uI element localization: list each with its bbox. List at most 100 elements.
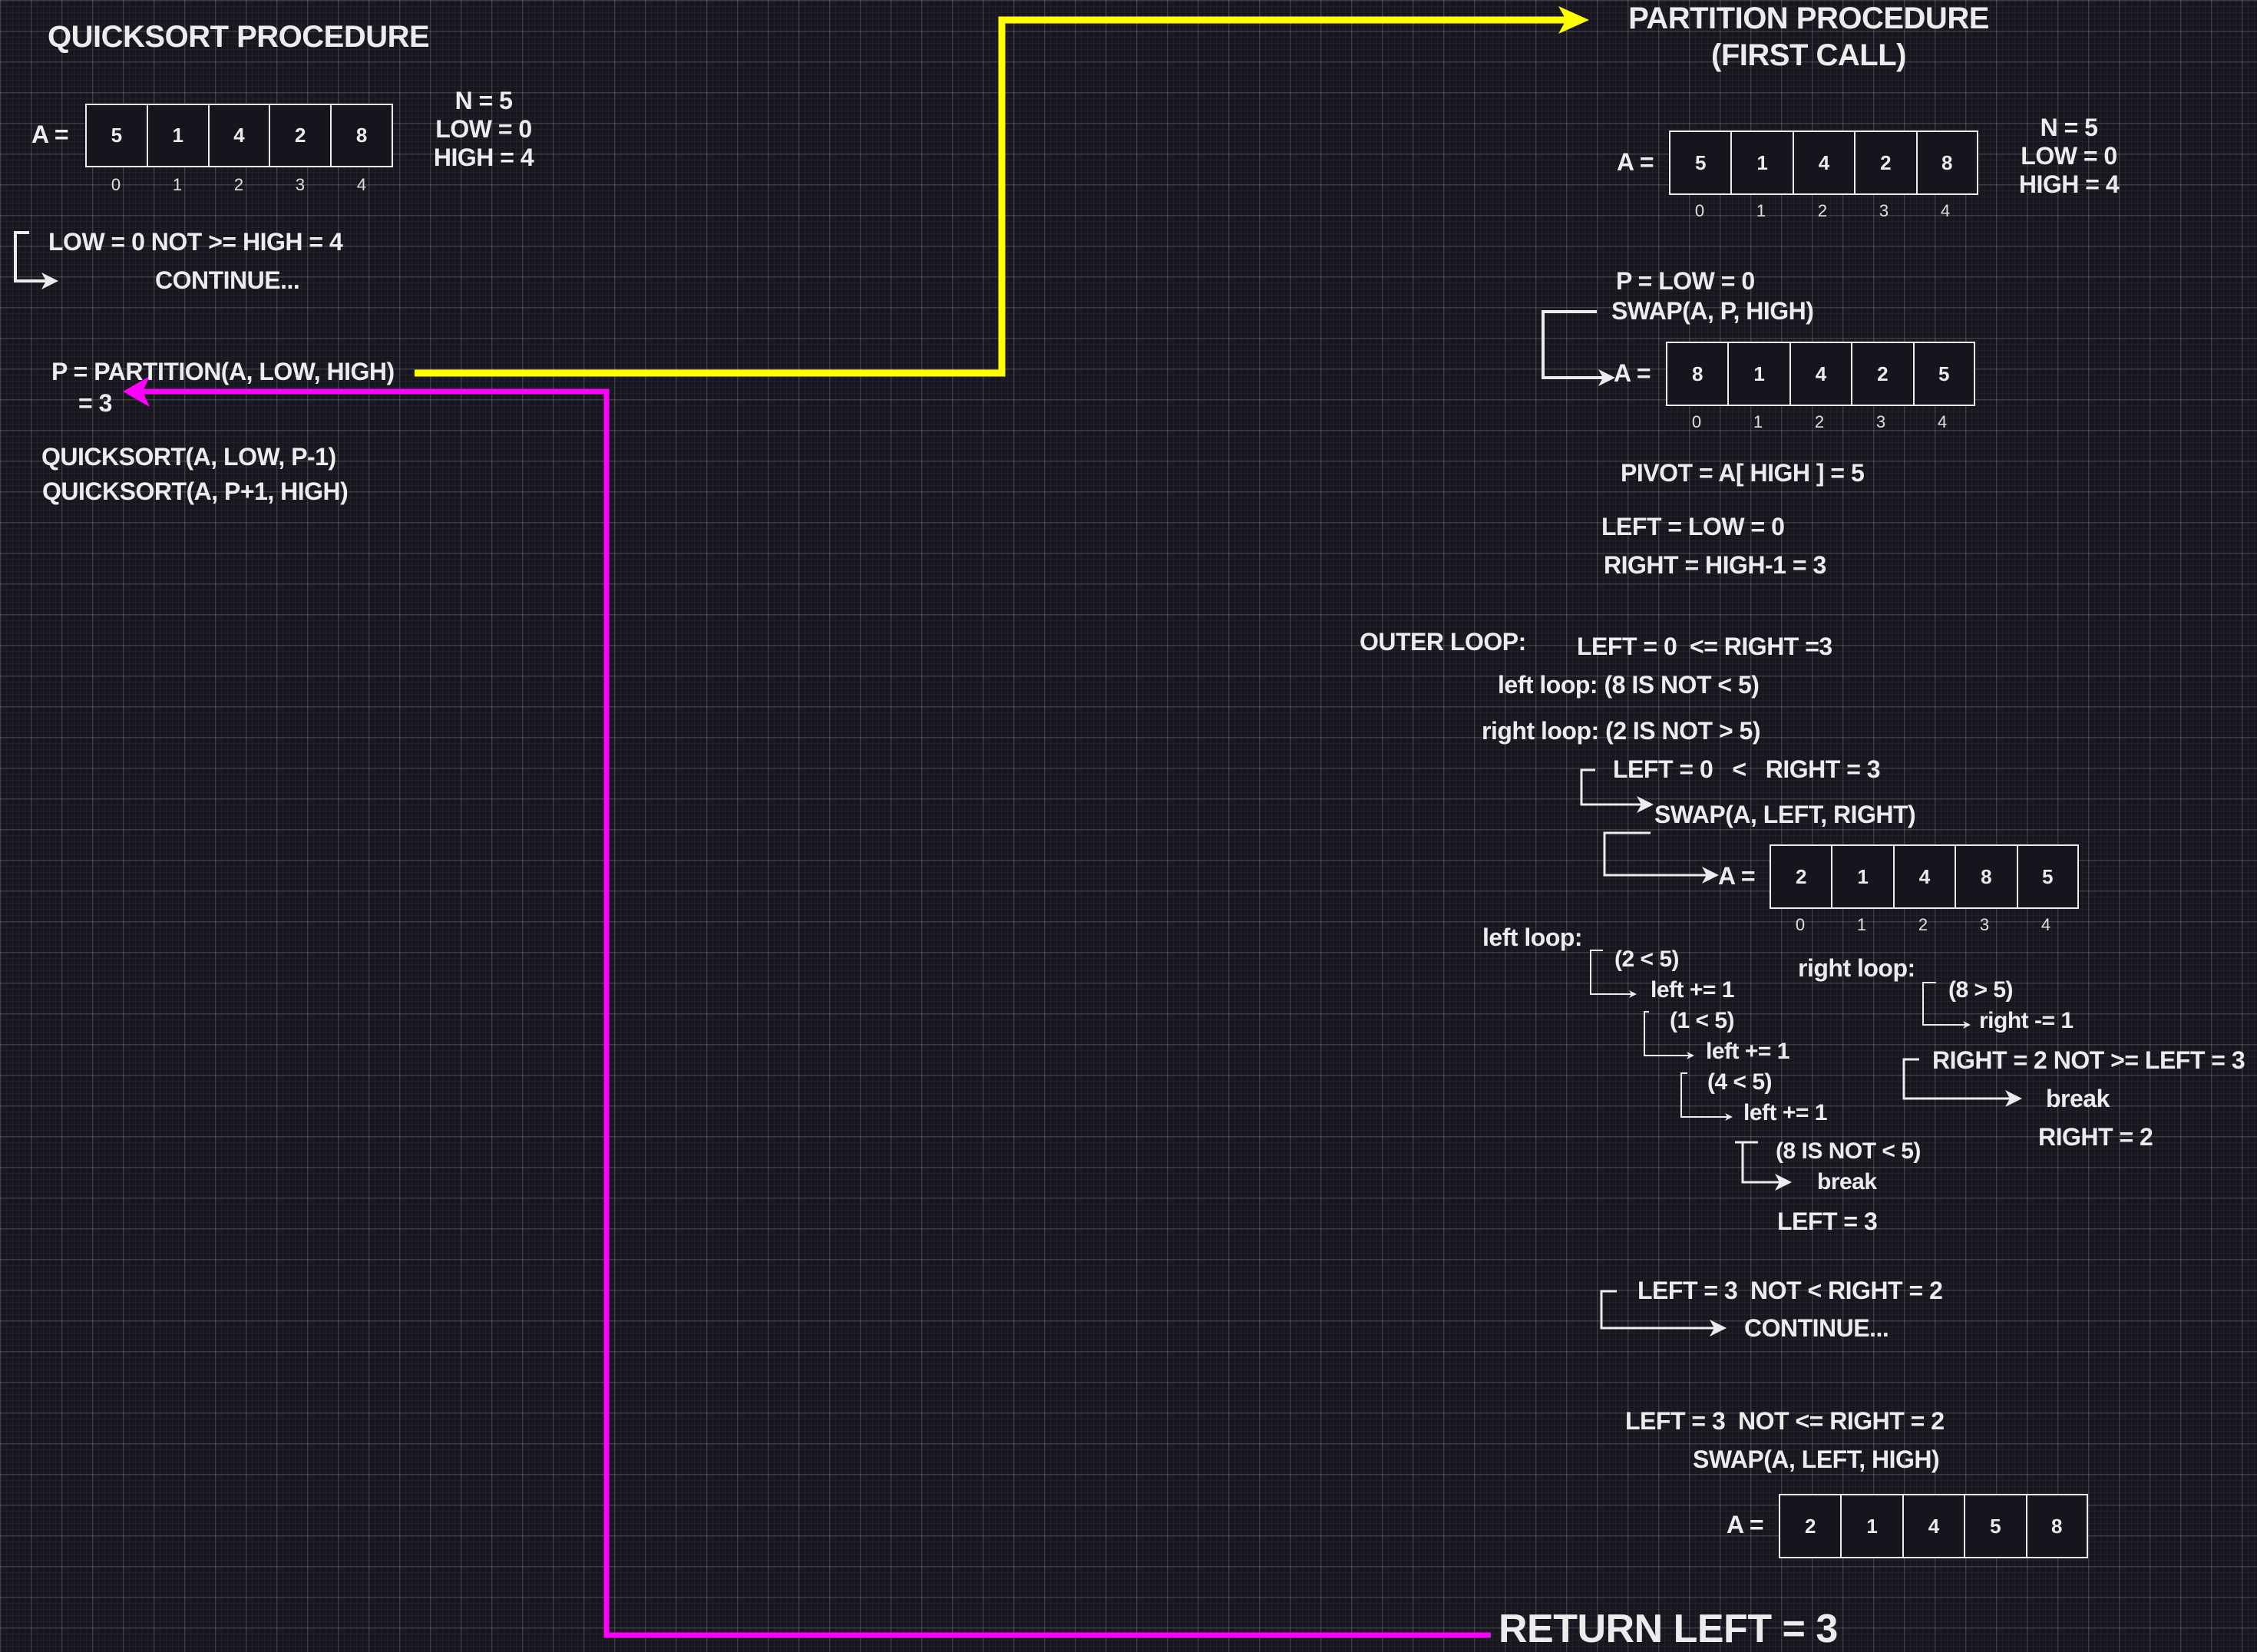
array-cell: 5 <box>1914 343 1974 405</box>
array-initial: 5 1 4 2 8 <box>85 104 393 167</box>
return-statement: RETURN LEFT = 3 <box>1499 1607 1838 1651</box>
array-index: 1 <box>1753 412 1763 431</box>
cond-swap: LEFT = 0 < RIGHT = 3 <box>1613 755 1881 783</box>
right-step-cond: (8 > 5) <box>1948 977 2014 1003</box>
recursive-call-right: QUICKSORT(A, P+1, HIGH) <box>42 477 349 505</box>
array-index: 4 <box>1940 201 1951 220</box>
array-index: 3 <box>1979 915 1990 934</box>
array-index: 1 <box>1856 915 1867 934</box>
right-loop-first: right loop: (2 IS NOT > 5) <box>1482 717 1761 745</box>
array-index: 3 <box>295 175 306 194</box>
array-cell: 2 <box>1852 343 1915 405</box>
array-indices: 0 1 2 3 4 <box>1666 412 1973 432</box>
cond-continue: LEFT = 3 NOT < RIGHT = 2 <box>1637 1277 1943 1304</box>
partition-subtitle: (FIRST CALL) <box>1711 38 1906 72</box>
var-n: N = 5 <box>2040 114 2098 141</box>
right-result: RIGHT = 2 <box>2038 1123 2153 1151</box>
array-cell: 2 <box>1855 132 1918 193</box>
bracket-arrow <box>1542 310 1615 386</box>
array-cell: 1 <box>1832 846 1895 907</box>
array-label: A = <box>1614 359 1651 387</box>
array-cell: 8 <box>2027 1495 2087 1557</box>
array-index: 0 <box>1691 412 1702 431</box>
array-cell: 4 <box>209 105 271 166</box>
recursive-call-left: QUICKSORT(A, LOW, P-1) <box>41 443 336 471</box>
base-case-check: LOW = 0 NOT >= HIGH = 4 <box>48 228 343 256</box>
p-assign: P = LOW = 0 <box>1616 267 1755 295</box>
right-step-action: right -= 1 <box>1979 1008 2074 1033</box>
array-cell: 8 <box>332 105 392 166</box>
array-cell: 8 <box>1667 343 1730 405</box>
var-n: N = 5 <box>454 87 513 114</box>
left-loop-first: left loop: (8 IS NOT < 5) <box>1498 671 1760 699</box>
bracket-arrow <box>1603 831 1719 884</box>
array-index: 2 <box>1814 412 1825 431</box>
array-cell: 5 <box>1965 1495 2027 1557</box>
array-index: 2 <box>233 175 244 194</box>
array-cell: 5 <box>1670 132 1733 193</box>
array-cell: 4 <box>1793 132 1856 193</box>
return-arrow-magenta <box>123 376 1491 1638</box>
left-init: LEFT = LOW = 0 <box>1601 513 1785 540</box>
array-label: A = <box>1617 148 1654 176</box>
array-initial: 5 1 4 2 8 <box>1669 131 1978 195</box>
array-cell: 4 <box>1903 1495 1966 1557</box>
array-indices: 0 1 2 3 4 <box>1770 915 2077 935</box>
right-init: RIGHT = HIGH-1 = 3 <box>1604 551 1826 579</box>
array-cell: 2 <box>1780 1495 1842 1557</box>
array-cell: 1 <box>147 105 210 166</box>
array-cell: 5 <box>87 105 148 166</box>
outer-loop-cond: LEFT = 0 <= RIGHT =3 <box>1577 633 1832 660</box>
array-index: 2 <box>1817 201 1828 220</box>
array-index: 4 <box>2041 915 2051 934</box>
var-low: LOW = 0 <box>2021 142 2117 170</box>
pivot-assign: PIVOT = A[ HIGH ] = 5 <box>1621 459 1865 487</box>
array-index: 2 <box>1918 915 1928 934</box>
array-cell: 4 <box>1894 846 1957 907</box>
left-step-action: left += 1 <box>1706 1039 1789 1064</box>
right-break: break <box>2046 1085 2110 1112</box>
array-label: A = <box>31 121 69 148</box>
left-step-cond: (4 < 5) <box>1707 1069 1773 1095</box>
array-index: 1 <box>172 175 183 194</box>
array-cell: 1 <box>1732 132 1794 193</box>
right-check: RIGHT = 2 NOT >= LEFT = 3 <box>1932 1046 2245 1074</box>
partition-result: = 3 <box>78 389 112 417</box>
left-step-action: left += 1 <box>1743 1100 1827 1125</box>
array-final: 2 1 4 5 8 <box>1779 1494 2088 1558</box>
array-after-swap1: 8 1 4 2 5 <box>1666 342 1975 406</box>
array-cell: 8 <box>1917 132 1977 193</box>
left-step-cond: (8 IS NOT < 5) <box>1776 1138 1921 1164</box>
quicksort-title: QUICKSORT PROCEDURE <box>48 20 430 54</box>
array-cell: 1 <box>1842 1495 1904 1557</box>
array-index: 0 <box>111 175 121 194</box>
partition-call: P = PARTITION(A, LOW, HIGH) <box>51 358 395 385</box>
array-index: 3 <box>1879 201 1889 220</box>
outer-exit-cond: LEFT = 3 NOT <= RIGHT = 2 <box>1625 1407 1945 1435</box>
array-cell: 1 <box>1729 343 1791 405</box>
array-after-swap2: 2 1 4 8 5 <box>1770 844 2079 909</box>
left-step-cond: (2 < 5) <box>1614 947 1680 972</box>
var-high: HIGH = 4 <box>2018 170 2120 198</box>
left-step-cond: (1 < 5) <box>1670 1008 1735 1033</box>
array-cell: 2 <box>1771 846 1833 907</box>
left-result: LEFT = 3 <box>1777 1208 1878 1235</box>
array-cell: 5 <box>2017 846 2077 907</box>
partition-title: PARTITION PROCEDURE <box>1628 2 1989 35</box>
right-loop-label: right loop: <box>1798 954 1915 982</box>
array-indices: 0 1 2 3 4 <box>85 175 392 195</box>
array-index: 1 <box>1756 201 1766 220</box>
outer-loop-label: OUTER LOOP: <box>1360 628 1526 656</box>
array-index: 3 <box>1875 412 1886 431</box>
array-index: 4 <box>356 175 367 194</box>
array-index: 4 <box>1937 412 1948 431</box>
array-label: A = <box>1718 862 1756 890</box>
array-label: A = <box>1727 1511 1764 1538</box>
array-index: 0 <box>1694 201 1705 220</box>
swap-left-right: SWAP(A, LEFT, RIGHT) <box>1654 801 1916 828</box>
var-high: HIGH = 4 <box>433 144 534 171</box>
array-indices: 0 1 2 3 4 <box>1669 201 1976 221</box>
left-step-action: left += 1 <box>1651 977 1734 1003</box>
array-index: 0 <box>1795 915 1806 934</box>
continue-text: CONTINUE... <box>1744 1314 1889 1342</box>
